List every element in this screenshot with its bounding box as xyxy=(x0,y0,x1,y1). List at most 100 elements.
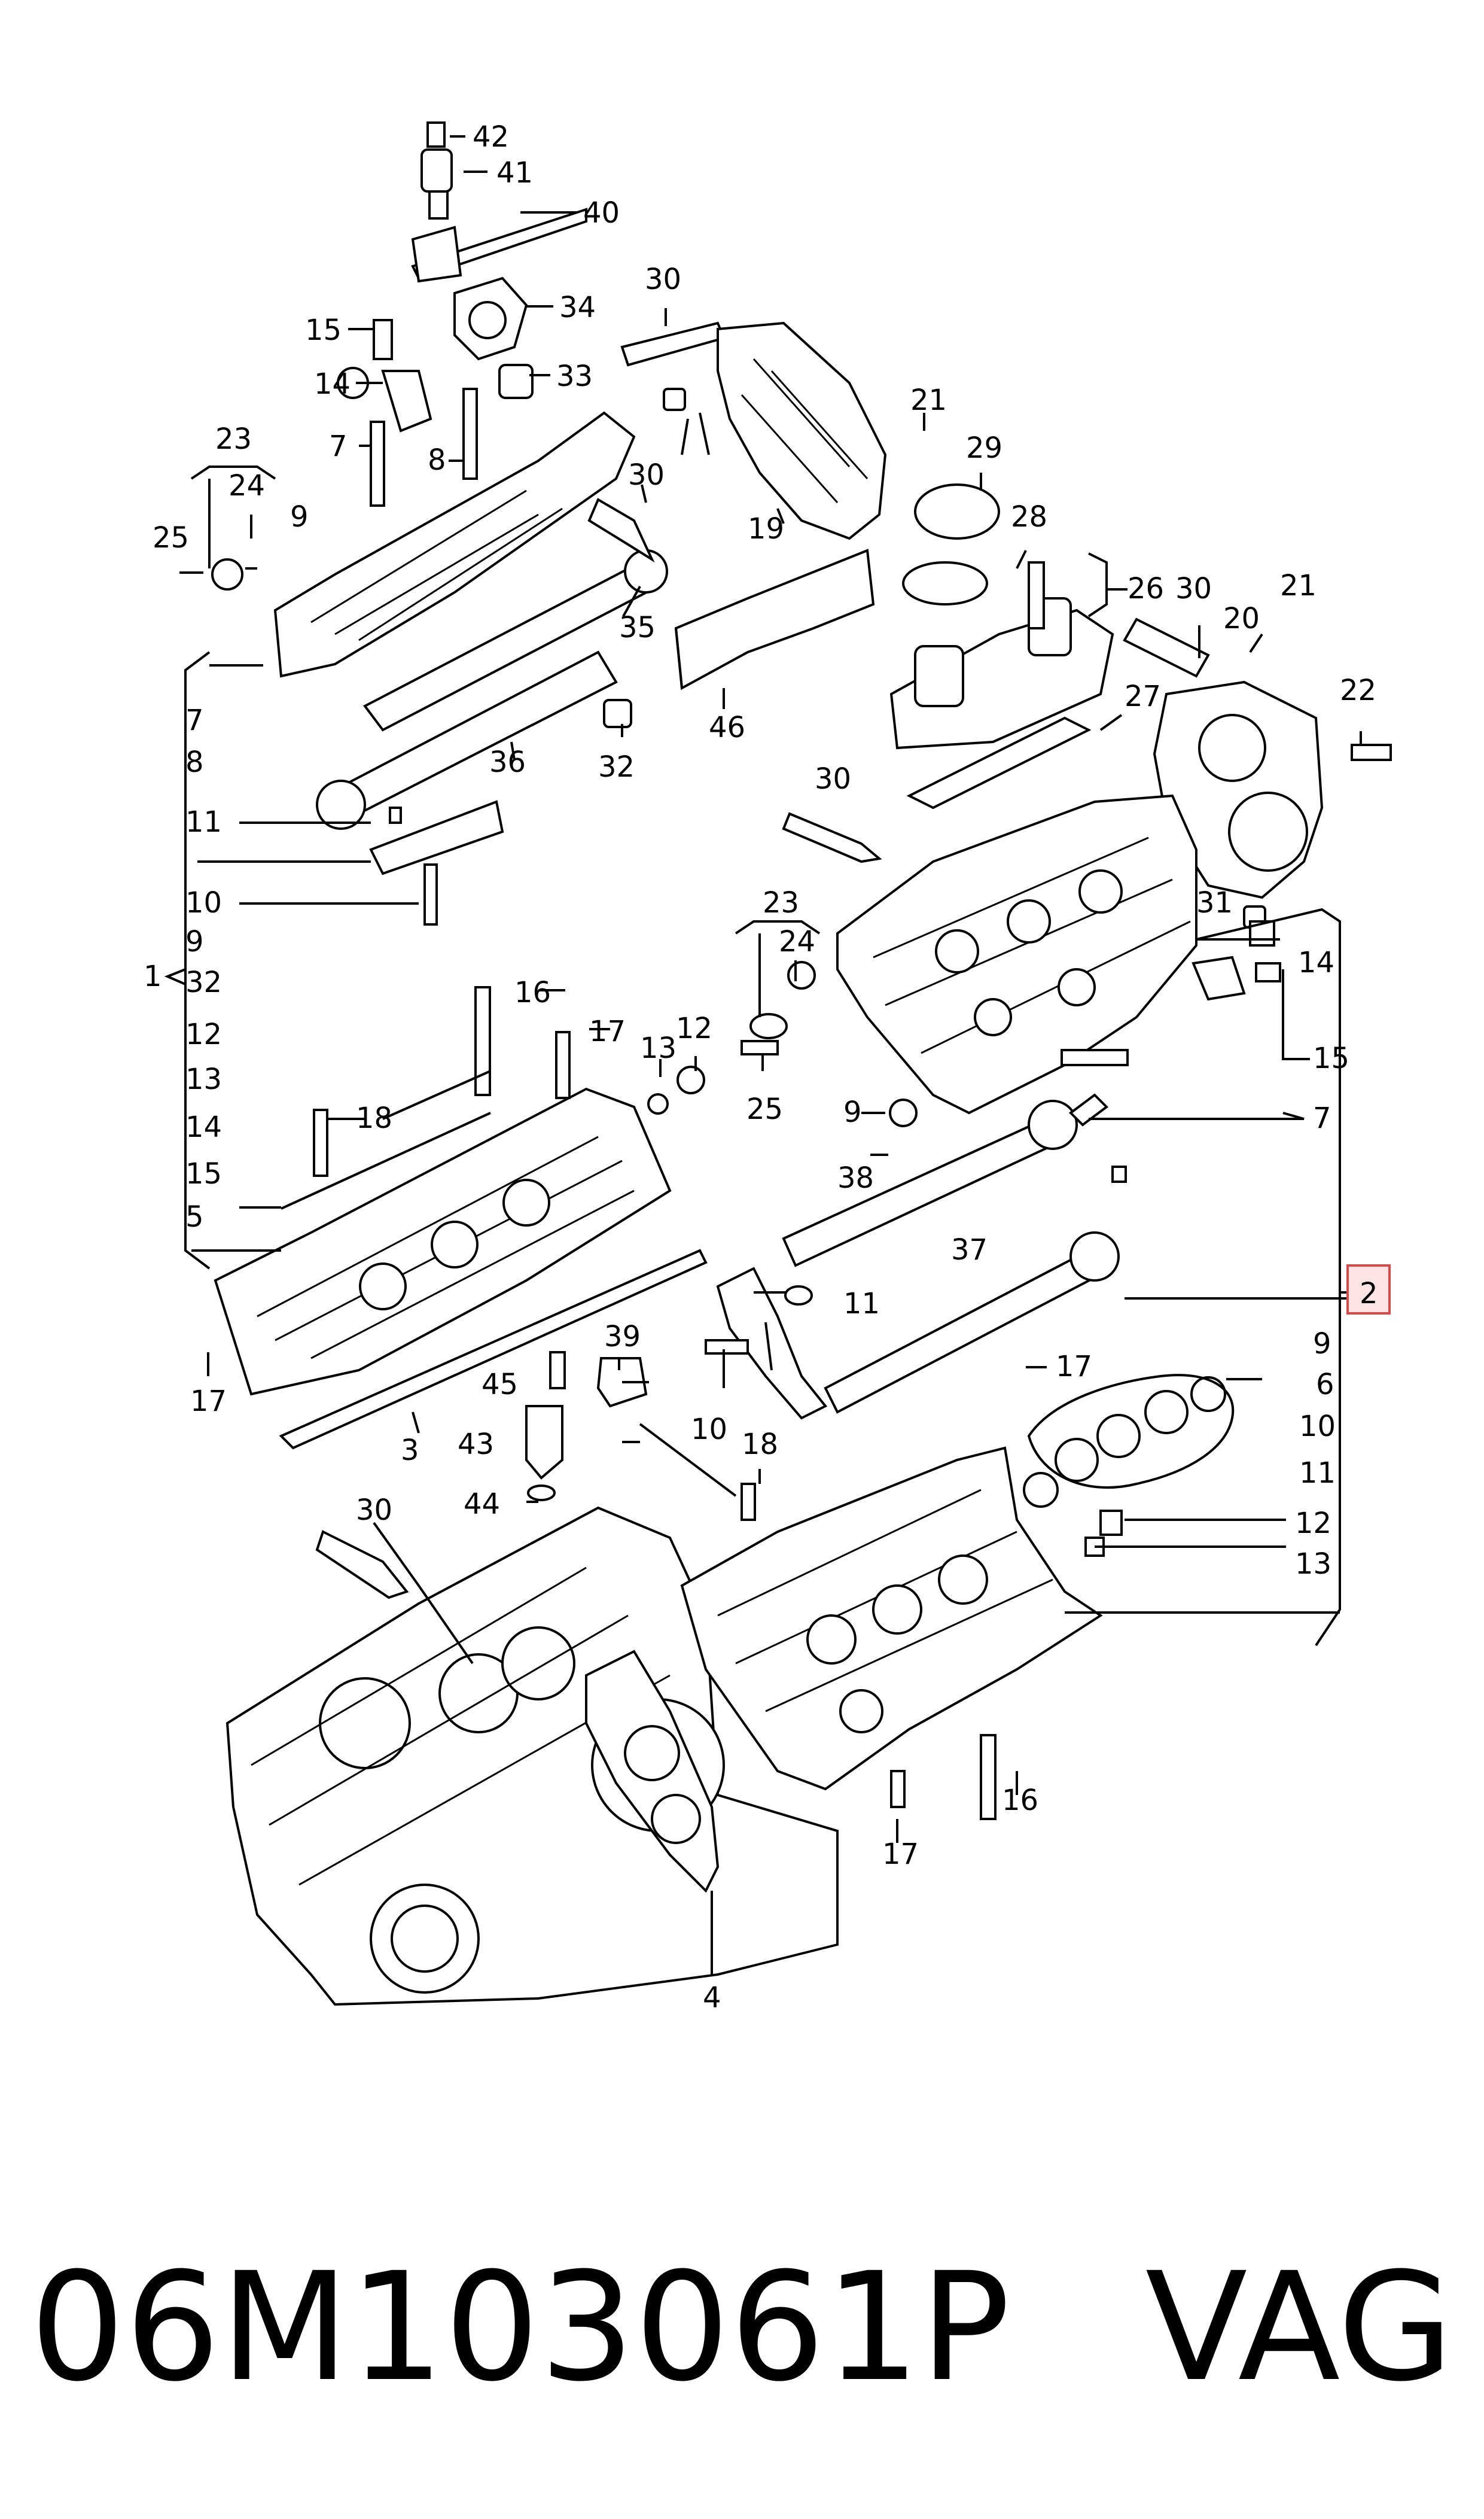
callout-17-right-upper: 17 xyxy=(1056,1350,1092,1383)
camshaft-35 xyxy=(362,549,668,732)
callout-7-right: 7 xyxy=(1313,1102,1331,1135)
callout-14-left: 14 xyxy=(185,1111,222,1144)
seal-ring-set-6 xyxy=(1023,1374,1235,1508)
callout-13-left-upper: 13 xyxy=(640,1032,677,1065)
callout-9-right: 9 xyxy=(843,1096,862,1129)
callout-30: 30 xyxy=(645,263,681,296)
bearing-cap-left xyxy=(369,800,504,926)
callout-30-lower: 30 xyxy=(356,1493,392,1527)
callout-15: 15 xyxy=(305,314,342,347)
heat-shield-46 xyxy=(674,549,875,690)
callout-43: 43 xyxy=(458,1428,494,1461)
callout-44: 44 xyxy=(464,1487,500,1521)
callout-36: 36 xyxy=(489,746,526,779)
callout-labels: 42 41 40 30 34 15 33 14 21 29 23 7 8 30 … xyxy=(144,120,1378,2015)
upper-bolts xyxy=(370,319,478,507)
callout-4: 4 xyxy=(703,1981,721,2015)
callout-15-left: 15 xyxy=(185,1157,222,1191)
callout-35: 35 xyxy=(619,611,656,644)
callout-15-right: 15 xyxy=(1313,1042,1349,1075)
callout-11-right-bracket: 11 xyxy=(1299,1456,1336,1490)
callout-1: 1 xyxy=(144,960,162,993)
callout-21-top: 21 xyxy=(910,384,947,417)
pressure-sensor-stack xyxy=(411,121,587,283)
callout-20: 20 xyxy=(1223,602,1260,635)
high-pressure-pump xyxy=(453,276,534,399)
callout-17-left-upper: 17 xyxy=(589,1015,626,1048)
callout-17-left-lower: 17 xyxy=(190,1385,227,1418)
callout-24-left: 24 xyxy=(228,469,265,503)
callout-12-left-upper: 12 xyxy=(676,1012,712,1045)
part-number: 06M103061P xyxy=(30,2240,1010,2414)
callout-40: 40 xyxy=(583,196,620,230)
callout-34: 34 xyxy=(559,291,596,324)
callout-41: 41 xyxy=(496,156,533,190)
head-gasket-4 xyxy=(585,1650,720,1893)
callout-42: 42 xyxy=(473,120,509,154)
callout-46: 46 xyxy=(709,711,745,744)
cylinder-head-right-upper xyxy=(836,794,1281,1115)
small-parts-right xyxy=(741,920,1275,1183)
timing-cover-19 xyxy=(663,321,887,540)
callout-39: 39 xyxy=(604,1320,641,1353)
oil-filler-group xyxy=(889,483,1114,750)
callout-3: 3 xyxy=(401,1434,419,1467)
cylinder-head-left xyxy=(214,986,705,1396)
callout-22: 22 xyxy=(1340,674,1376,707)
leader-lines xyxy=(164,135,1362,1975)
callout-32-top: 32 xyxy=(598,750,635,784)
callout-6: 6 xyxy=(1316,1368,1334,1401)
timing-cover-20 xyxy=(1153,680,1392,899)
callout-8-left: 8 xyxy=(185,746,204,779)
callout-23-right: 23 xyxy=(763,886,799,920)
gasket-27 xyxy=(906,716,1092,810)
callout-10-right-bracket: 10 xyxy=(1299,1410,1336,1443)
callout-5: 5 xyxy=(185,1200,204,1234)
footer-caption: 06M103061P VAG xyxy=(30,2238,1453,2417)
callout-29: 29 xyxy=(966,431,1002,465)
head-gaskets-left xyxy=(279,1070,708,1450)
callout-10-right: 10 xyxy=(691,1413,727,1446)
camshaft-37 xyxy=(824,1231,1120,1414)
callout-16-right: 16 xyxy=(1002,1784,1038,1817)
cylinder-head-right-lower xyxy=(680,1446,1123,1820)
callout-26: 26 xyxy=(1128,572,1164,606)
callout-13-right: 13 xyxy=(1295,1547,1331,1581)
callout-14-right: 14 xyxy=(1298,946,1334,979)
callout-21-right: 21 xyxy=(1280,569,1317,603)
callout-31-right: 31 xyxy=(1196,886,1233,920)
callout-10-left: 10 xyxy=(185,886,222,920)
callout-18-upper: 18 xyxy=(356,1102,392,1135)
callout-17-right-lower: 17 xyxy=(882,1837,919,1871)
callout-2: 2 xyxy=(1360,1277,1378,1310)
callout-14: 14 xyxy=(314,367,351,401)
camshaft-36 xyxy=(316,650,632,830)
callout-13-left: 13 xyxy=(185,1063,222,1096)
callout-24-right: 24 xyxy=(779,925,815,959)
callout-33: 33 xyxy=(556,360,593,393)
callout-7-left: 7 xyxy=(185,704,204,737)
callout-25-left: 25 xyxy=(153,521,189,555)
callout-28: 28 xyxy=(1011,500,1047,534)
callout-11-left: 11 xyxy=(185,805,222,839)
bearing-ladder-right xyxy=(705,1267,828,1420)
callout-32-left: 32 xyxy=(185,966,222,999)
callout-30-right: 30 xyxy=(1175,572,1212,606)
callout-30-mid: 30 xyxy=(628,458,665,492)
callout-30-center: 30 xyxy=(815,762,851,796)
callout-11-right: 11 xyxy=(843,1287,880,1321)
callout-23-left: 23 xyxy=(215,422,252,456)
callout-12-right: 12 xyxy=(1295,1507,1331,1540)
callout-37: 37 xyxy=(951,1233,988,1267)
camshaft-38 xyxy=(782,1100,1078,1267)
brand-name: VAG xyxy=(1145,2240,1453,2414)
sensor-group-43 xyxy=(525,1351,648,1501)
callout-25-right: 25 xyxy=(746,1093,783,1126)
callout-18-lower: 18 xyxy=(742,1428,778,1461)
callout-9-right-lower: 9 xyxy=(1313,1327,1331,1361)
highlighted-callout-2-box xyxy=(1346,1264,1391,1315)
callout-16-left: 16 xyxy=(514,976,551,1009)
callout-45: 45 xyxy=(482,1368,518,1401)
callout-9-left: 9 xyxy=(185,925,204,959)
